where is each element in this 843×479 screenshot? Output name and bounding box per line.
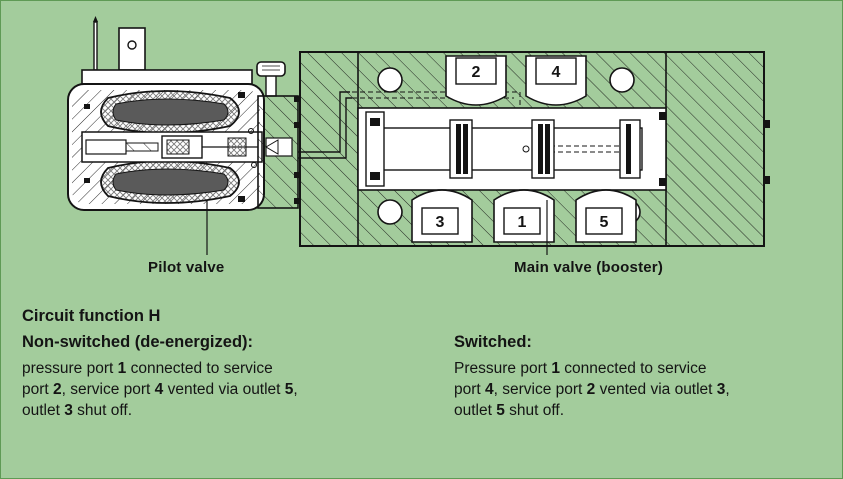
connector-pin-left: [93, 21, 98, 71]
main-valve-label: Main valve (booster): [514, 259, 664, 276]
port-label-box: [585, 207, 623, 235]
switched-description: Pressure port 1 connected to service por…: [454, 360, 730, 419]
pilot-valve-label: Pilot valve: [148, 259, 225, 276]
mounting-hole: [377, 67, 403, 93]
non-switched-heading: Non-switched (de-energized):: [22, 333, 254, 351]
manual-override-stem: [265, 73, 277, 97]
pilot-valve-drawing: [67, 16, 352, 255]
port-number-5: 5: [600, 214, 609, 231]
port-label-box: [455, 57, 497, 85]
valve-cross-section-diagram: 2 4 3 1 5: [67, 16, 770, 255]
port-label-box: [503, 207, 541, 235]
port-number-3: 3: [436, 214, 445, 231]
port-number-2: 2: [472, 64, 481, 81]
port-label-box: [535, 57, 577, 85]
non-switched-section: Non-switched (de-energized): pressure po…: [22, 333, 432, 421]
port-number-4: 4: [552, 64, 561, 81]
switched-section: Switched: Pressure port 1 connected to s…: [454, 333, 824, 421]
manual-override-knob: [256, 61, 286, 77]
circuit-function-title: Circuit function H: [22, 307, 161, 325]
spool: [381, 127, 643, 171]
port-label-box: [421, 207, 459, 235]
main-valve-drawing: 2 4 3 1 5: [299, 51, 770, 255]
port-number-1: 1: [518, 214, 527, 231]
switched-heading: Switched:: [454, 333, 532, 351]
piston-seal: [365, 111, 385, 187]
non-switched-description: pressure port 1 connected to service por…: [22, 360, 298, 419]
mounting-hole: [609, 67, 635, 93]
coil-cap: [81, 69, 253, 85]
mounting-hole: [377, 199, 403, 225]
